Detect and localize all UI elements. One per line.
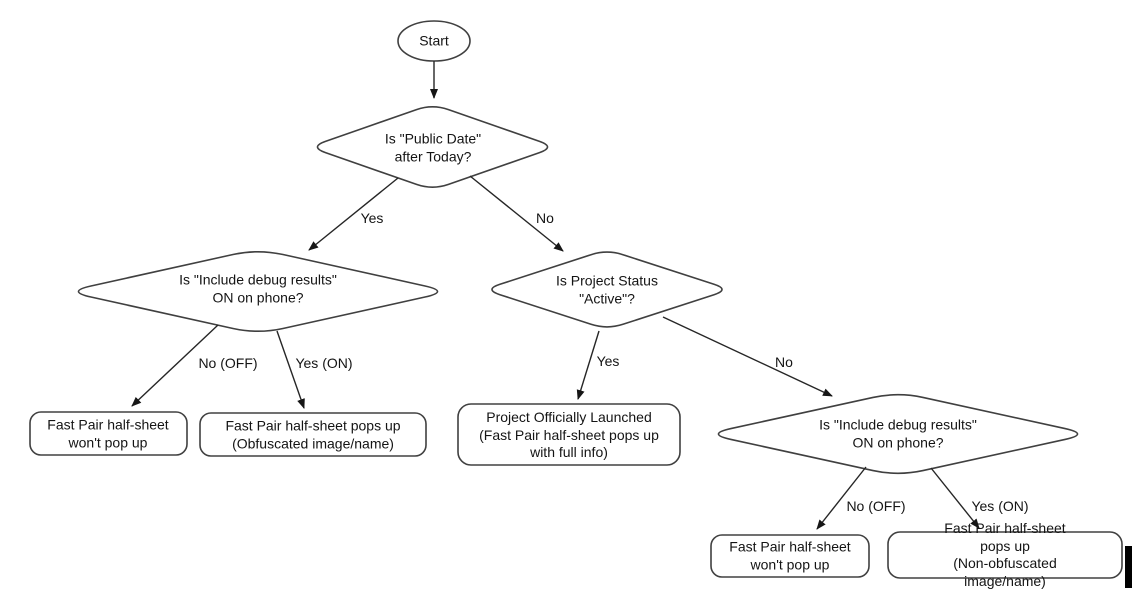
result-obfuscated-shape xyxy=(199,412,427,457)
edge-debug-right-yes-on xyxy=(930,467,980,529)
edge-label-no-off-2: No (OFF) xyxy=(846,498,906,514)
text-cursor-bar xyxy=(1125,546,1132,588)
result-launched-shape xyxy=(457,403,681,466)
result-obfuscated-label: Fast Pair half-sheet pops up (Obfuscated… xyxy=(225,417,401,452)
edge-project-status-no xyxy=(662,316,833,397)
decision-debug-right-shape xyxy=(717,393,1079,475)
decision-public-date-label: Is "Public Date" after Today? xyxy=(384,130,482,165)
edge-label-no-off-1: No (OFF) xyxy=(198,355,258,371)
decision-project-status-shape xyxy=(491,251,723,328)
result-launched-label: Project Officially Launched (Fast Pair h… xyxy=(479,408,659,460)
decision-debug-left-shape xyxy=(77,250,439,333)
result-wont-popup-right-shape xyxy=(710,534,870,578)
decision-public-date-shape xyxy=(316,105,549,189)
edge-label-no-1: No xyxy=(536,210,554,226)
edge-debug-right-no-off xyxy=(816,466,867,530)
edge-label-yes-on-2: Yes (ON) xyxy=(971,498,1029,514)
result-wont-popup-right-label: Fast Pair half-sheet won't pop up xyxy=(729,538,851,573)
start-label: Start xyxy=(419,32,449,49)
decision-debug-left-label: Is "Include debug results" ON on phone? xyxy=(179,271,337,306)
edge-label-yes-1: Yes xyxy=(360,210,384,226)
decision-project-status-label: Is Project Status "Active"? xyxy=(556,272,658,307)
edge-debug-left-no-off xyxy=(131,324,219,407)
edge-label-yes-on-1: Yes (ON) xyxy=(295,355,353,371)
result-wont-popup-left-shape xyxy=(29,411,188,456)
edge-label-no-2: No xyxy=(775,354,793,370)
result-non-obfuscated-label: Fast Pair half-sheet pops up (Non-obfusc… xyxy=(944,520,1066,589)
edge-debug-left-yes-on xyxy=(276,330,305,409)
edge-public-date-no xyxy=(469,175,564,252)
result-non-obfuscated-shape xyxy=(887,531,1123,579)
edge-project-status-yes xyxy=(576,330,600,400)
edge-public-date-yes xyxy=(308,177,399,251)
result-wont-popup-left-label: Fast Pair half-sheet won't pop up xyxy=(47,416,169,451)
decision-debug-right-label: Is "Include debug results" ON on phone? xyxy=(819,416,977,451)
edge-label-yes-2: Yes xyxy=(596,353,620,369)
